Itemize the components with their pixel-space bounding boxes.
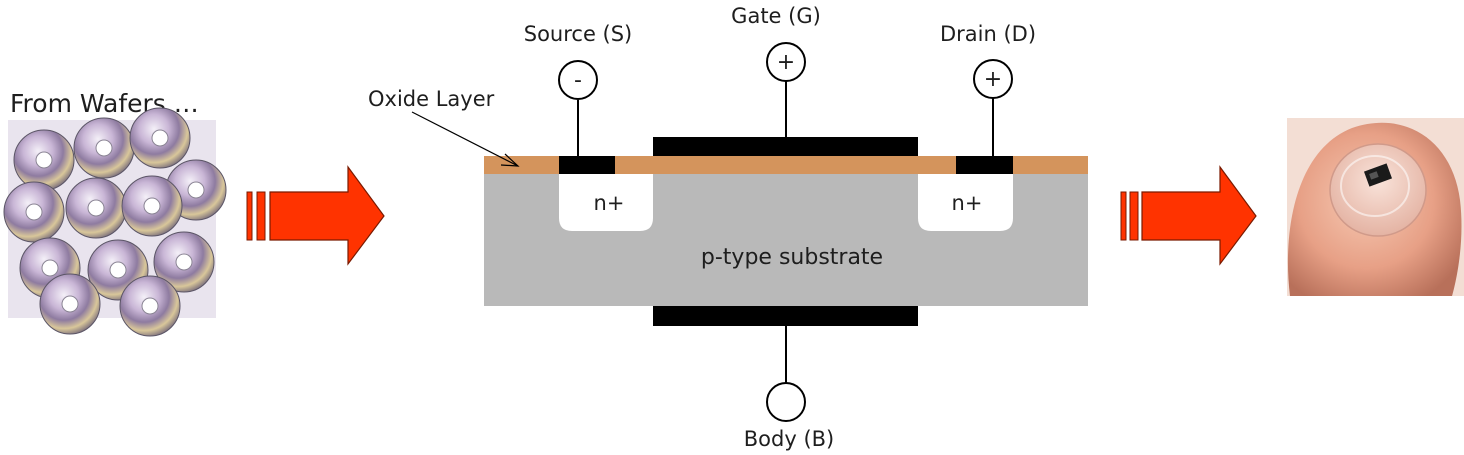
gate-electrode: [653, 137, 918, 156]
drain-region-label: n+: [952, 191, 983, 215]
body-label: Body (B): [744, 427, 834, 451]
drain-contact: [956, 156, 1013, 174]
source-label: Source (S): [524, 22, 633, 46]
striped-right-arrow-icon: [246, 165, 385, 266]
oxide-layer-label: Oxide Layer: [368, 87, 495, 111]
drain-n-region: [918, 174, 1013, 231]
wafer-discs-photo-icon: [3, 107, 227, 337]
chip-on-fingertip-photo-icon: [1287, 118, 1464, 297]
drain-label: Drain (D): [940, 22, 1036, 46]
oxide-layer: [484, 156, 1088, 174]
body-terminal: [766, 382, 806, 422]
mosfet-cross-section: - + + Source (S) Gate (G) Drain (D) Body…: [368, 4, 1088, 451]
source-terminal: [558, 60, 598, 100]
gate-polarity: +: [777, 50, 795, 75]
drain-polarity: +: [984, 67, 1002, 92]
source-polarity: -: [574, 68, 582, 93]
substrate-label: p-type substrate: [701, 245, 883, 270]
striped-right-arrow-icon: [1120, 165, 1257, 266]
source-n-region: [559, 174, 653, 231]
drain-terminal: [973, 59, 1013, 99]
source-contact: [559, 156, 615, 174]
gate-terminal: [766, 42, 806, 82]
oxide-pointer-arrow: [411, 111, 520, 167]
body-electrode: [653, 306, 918, 326]
gate-label: Gate (G): [731, 4, 821, 28]
source-region-label: n+: [594, 191, 625, 215]
